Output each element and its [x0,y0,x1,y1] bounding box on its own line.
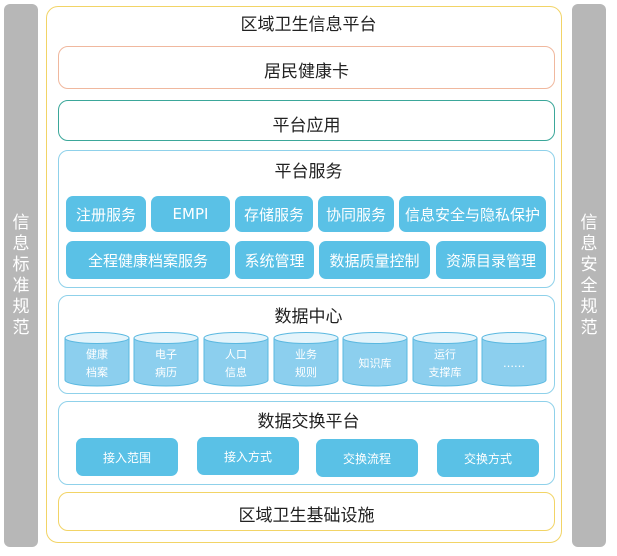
side-char: 息 [12,233,30,254]
database-label: 健康 [86,348,108,361]
side-char: 标 [12,254,30,275]
platform-app-layer: 平台应用 [58,100,555,141]
service-chip: EMPI [151,196,230,232]
database-cylinder: 电子病历 [133,332,199,387]
side-char: 信 [580,212,598,233]
side-char: 规 [12,296,30,317]
service-chip: 数据质量控制 [319,241,430,279]
platform-app-label: 平台应用 [272,116,341,136]
database-icon [342,332,408,387]
data-center-label: 数据中心 [274,307,343,327]
standards-side-bar: 信 息 标 准 规 范 [4,4,38,547]
service-chip: 资源目录管理 [436,241,546,279]
platform-title: 区域卫生信息平台 [240,15,377,35]
service-chip: 系统管理 [235,241,314,279]
database-label: 业务 [295,348,317,361]
exchange-chip: 接入范围 [76,438,178,476]
exchange-chip: 交换流程 [316,439,418,477]
database-icon [64,332,130,387]
health-card-layer: 居民健康卡 [58,46,555,89]
infrastructure-label: 区域卫生基础设施 [238,506,375,526]
database-label: 支撑库 [428,366,462,379]
database-icon [203,332,269,387]
side-char: 范 [580,317,598,338]
infrastructure-layer: 区域卫生基础设施 [58,492,555,531]
exchange-chip: 接入方式 [197,437,299,475]
service-chip: 全程健康档案服务 [66,241,230,279]
database-cylinder: 业务规则 [273,332,339,387]
database-label: …… [503,357,525,370]
platform-frame [46,6,562,543]
database-cylinder: 运行支撑库 [412,332,478,387]
service-chip: 协同服务 [318,196,394,232]
side-char: 息 [580,233,598,254]
side-char: 全 [580,275,598,296]
database-label: 信息 [225,366,247,379]
database-cylinder: 健康档案 [64,332,130,387]
database-icon [481,332,547,387]
exchange-chip: 交换方式 [437,439,539,477]
side-char: 规 [580,296,598,317]
service-chip: 信息安全与隐私保护 [399,196,546,232]
database-label: 人口 [225,348,247,361]
database-label: 病历 [155,366,177,379]
side-char: 范 [12,317,30,338]
service-chip: 存储服务 [235,196,313,232]
database-label: 档案 [86,366,108,379]
side-char: 准 [12,275,30,296]
database-icon [273,332,339,387]
database-label: 运行 [434,348,456,361]
database-label: 电子 [155,348,177,361]
database-cylinder: 人口信息 [203,332,269,387]
data-exchange-layer [58,401,555,485]
platform-service-layer [58,150,555,288]
database-label: 规则 [295,366,317,379]
data-exchange-label: 数据交换平台 [257,412,360,432]
data-center-layer [58,295,555,394]
side-char: 安 [580,254,598,275]
database-cylinder: 知识库 [342,332,408,387]
health-card-label: 居民健康卡 [264,62,349,82]
database-icon [412,332,478,387]
database-cylinder: …… [481,332,547,387]
platform-service-label: 平台服务 [274,162,343,182]
security-side-bar: 信 息 安 全 规 范 [572,4,606,547]
service-chip: 注册服务 [66,196,146,232]
database-icon [133,332,199,387]
database-label: 知识库 [358,357,392,370]
side-char: 信 [12,212,30,233]
